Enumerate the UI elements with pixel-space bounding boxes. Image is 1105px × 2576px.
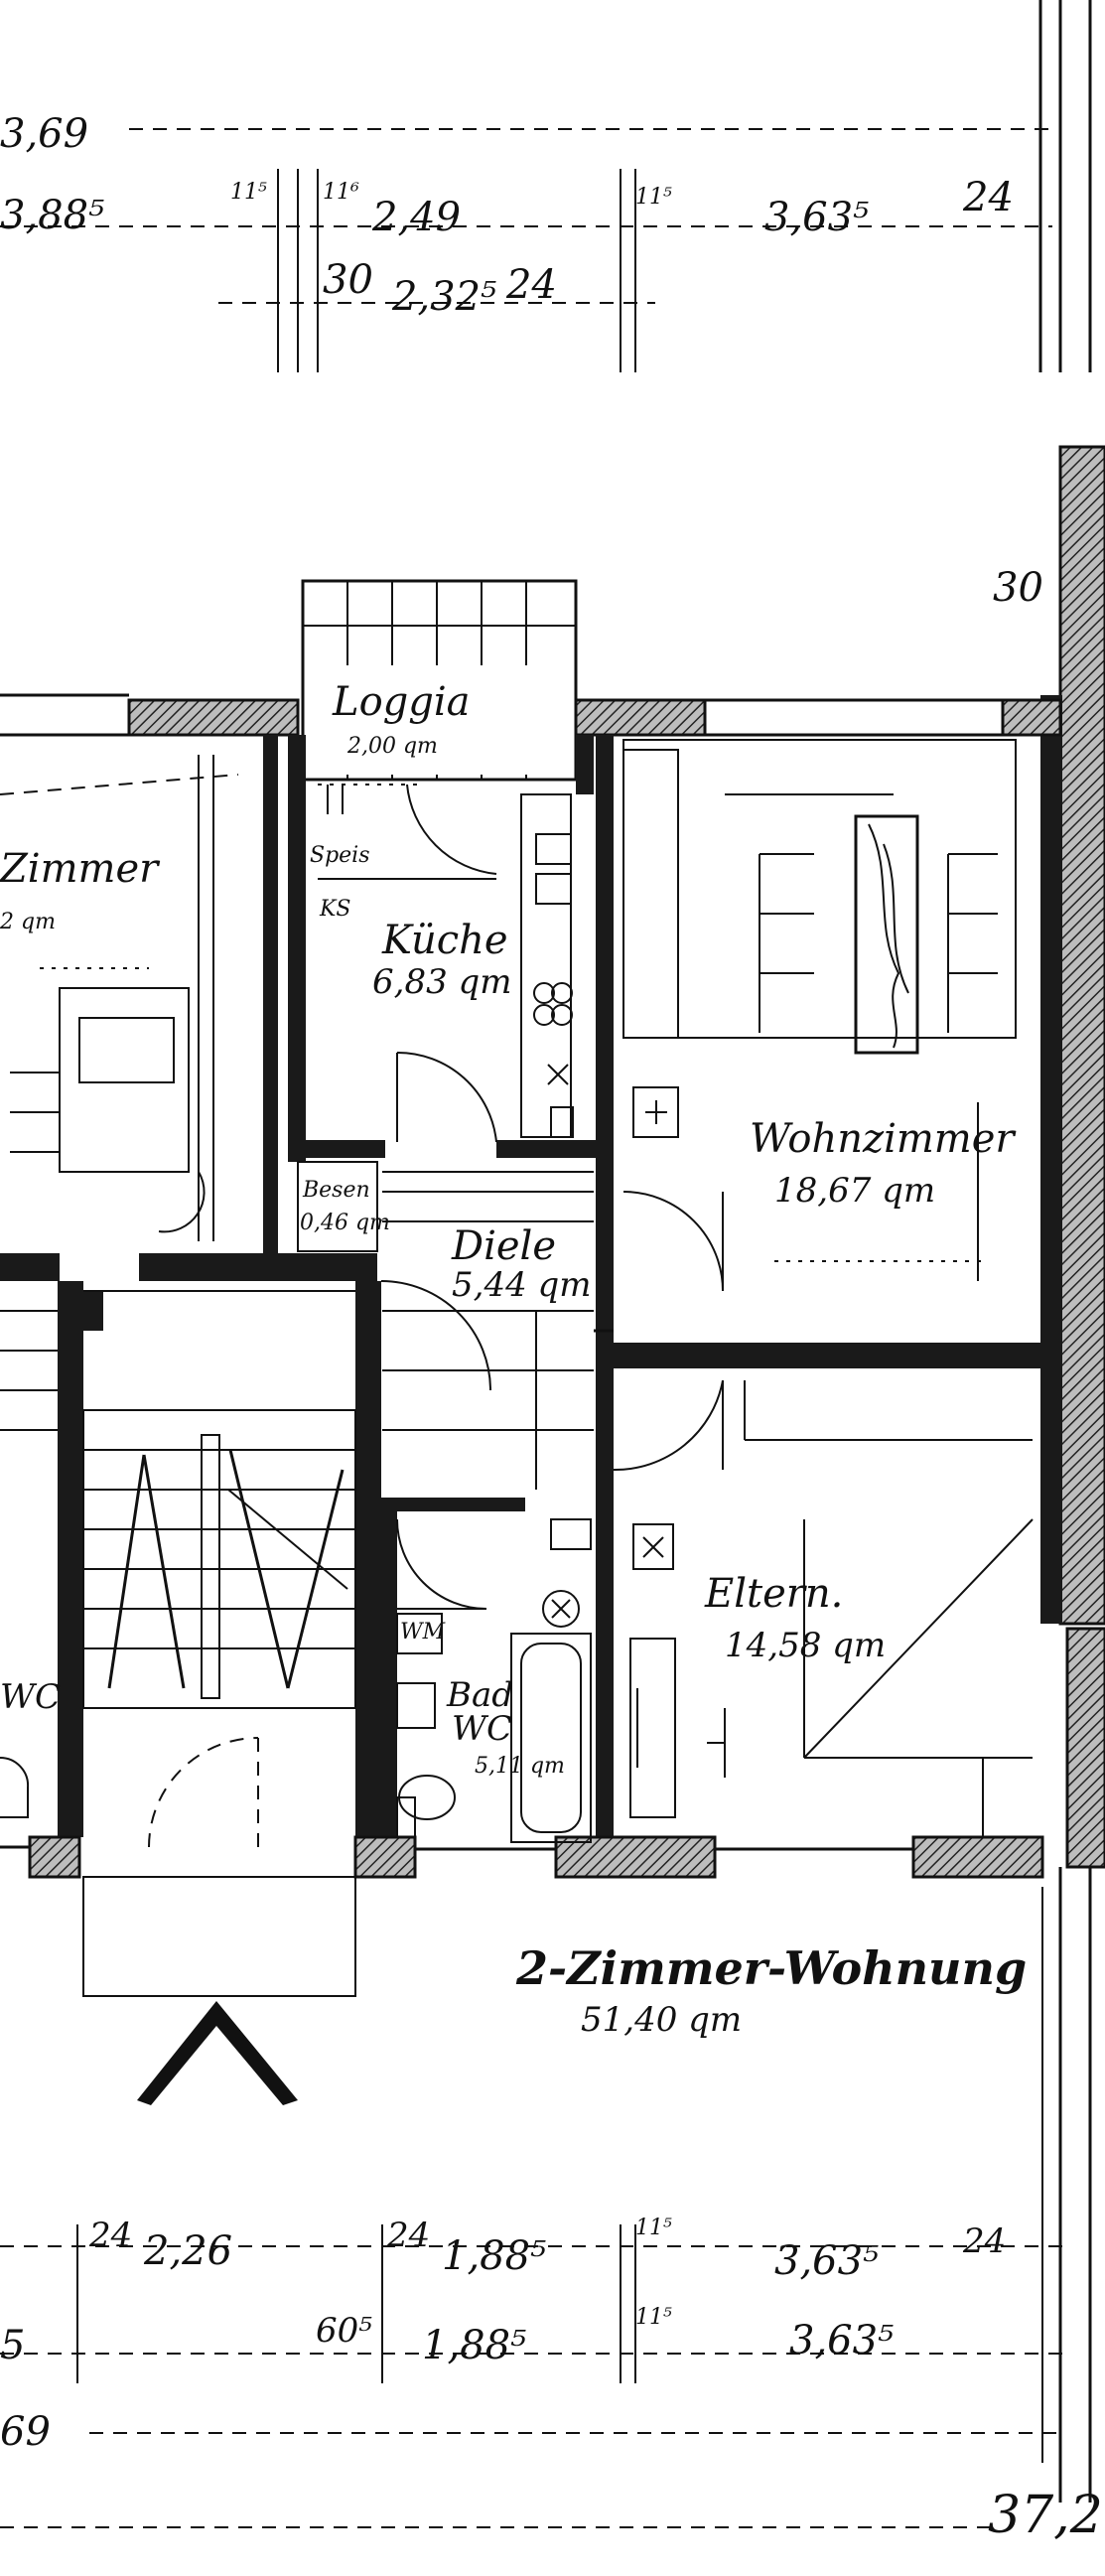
bathroom-sub-label: WC [452, 1709, 512, 1749]
dim-top-24: 24 [962, 175, 1014, 220]
bedroom-label: Eltern. [704, 1571, 843, 1617]
dim-bottom-24b: 24 [386, 2216, 430, 2255]
dim-top-30: 30 [323, 257, 373, 303]
dim-top-24b: 24 [505, 262, 557, 308]
dim-bottom-3-63b: 3,63⁵ [789, 2318, 894, 2363]
left-room-label: Zimmer [0, 846, 161, 892]
ks-label: KS [319, 897, 351, 922]
dim-bottom-24c: 24 [962, 2221, 1006, 2261]
left-partial-room: Zimmer 2 qm WC [0, 755, 239, 1849]
unit-area: 51,40 qm [581, 2000, 742, 2040]
dim-bottom-2-26: 2,26 [143, 2228, 232, 2274]
exterior-walls [1040, 445, 1105, 1869]
hall-area: 5,44 qm [452, 1265, 592, 1305]
bathroom-label: Bad [446, 1675, 513, 1715]
bathroom: WM Bad WC 5,11 qm [396, 1518, 592, 1843]
bathroom-area: 5,11 qm [475, 1754, 565, 1779]
dim-top-3-88: 3,88⁵ [0, 193, 104, 238]
speis-label: Speis [310, 843, 370, 868]
unit-title: 2-Zimmer-Wohnung [515, 1941, 1027, 1995]
loggia-label: Loggia [332, 679, 471, 725]
loggia-area: 2,00 qm [346, 734, 438, 759]
dim-bottom-1-88b: 1,88⁵ [422, 2323, 526, 2368]
dim-top-3-69: 3,69 [0, 111, 88, 157]
dim-top-11c: 11⁵ [635, 185, 672, 210]
unit-caption: 2-Zimmer-Wohnung 51,40 qm [515, 1941, 1027, 2040]
top-dimension-chain: 3,69 3,88⁵ 11⁵ 11⁶ 2,49 11⁵ 3,63⁵ 24 30 … [0, 0, 1092, 611]
walls [0, 693, 1062, 1879]
dim-bottom-11b: 11⁵ [635, 2305, 672, 2330]
dim-bottom-11a: 11⁵ [635, 2216, 672, 2240]
bedroom-area: 14,58 qm [725, 1626, 886, 1665]
dim-bottom-5: 5 [0, 2323, 25, 2368]
hall: Diele 5,44 qm Besen 0,46 qm [297, 1161, 594, 1490]
kitchen: Speis KS Küche 6,83 qm [310, 784, 574, 1143]
dim-top-11a: 11⁵ [230, 180, 267, 205]
left-room-area: 2 qm [0, 910, 56, 934]
bedroom: Eltern. 14,58 qm [613, 1379, 1034, 1837]
dim-top-2-49: 2,49 [371, 195, 461, 240]
entrance-arrow-icon [137, 2001, 298, 2105]
kitchen-label: Küche [381, 918, 508, 963]
dim-top-11b: 11⁶ [323, 180, 359, 205]
dim-bottom-1-88a: 1,88⁵ [442, 2233, 546, 2279]
hall-label: Diele [451, 1223, 556, 1269]
dim-top-3-63: 3,63⁵ [764, 195, 869, 240]
living-room-label: Wohnzimmer [750, 1116, 1017, 1162]
bottom-dimension-chain: 24 2,26 24 1,88⁵ 11⁵ 3,63⁵ 24 5 60⁵ 1,88… [0, 1867, 1103, 2545]
dim-bottom-69: 69 [0, 2409, 51, 2455]
loggia: Loggia 2,00 qm [301, 579, 578, 782]
dim-bottom-24a: 24 [88, 2216, 132, 2255]
closet-label: Besen [302, 1178, 370, 1203]
dim-side-30: 30 [993, 565, 1043, 611]
living-room: Wohnzimmer 18,67 qm [622, 739, 1017, 1292]
dim-total: 37,2 [988, 2486, 1103, 2545]
living-room-area: 18,67 qm [774, 1171, 935, 1211]
washer-label: WM [400, 1620, 446, 1645]
staircase [82, 1290, 356, 1997]
dim-top-2-32: 2,32⁵ [391, 274, 496, 320]
dim-bottom-60: 60⁵ [316, 2311, 372, 2351]
dim-bottom-3-63a: 3,63⁵ [774, 2238, 879, 2284]
left-wc-label: WC [0, 1677, 61, 1717]
kitchen-area: 6,83 qm [372, 962, 512, 1002]
closet-area: 0,46 qm [300, 1211, 390, 1235]
